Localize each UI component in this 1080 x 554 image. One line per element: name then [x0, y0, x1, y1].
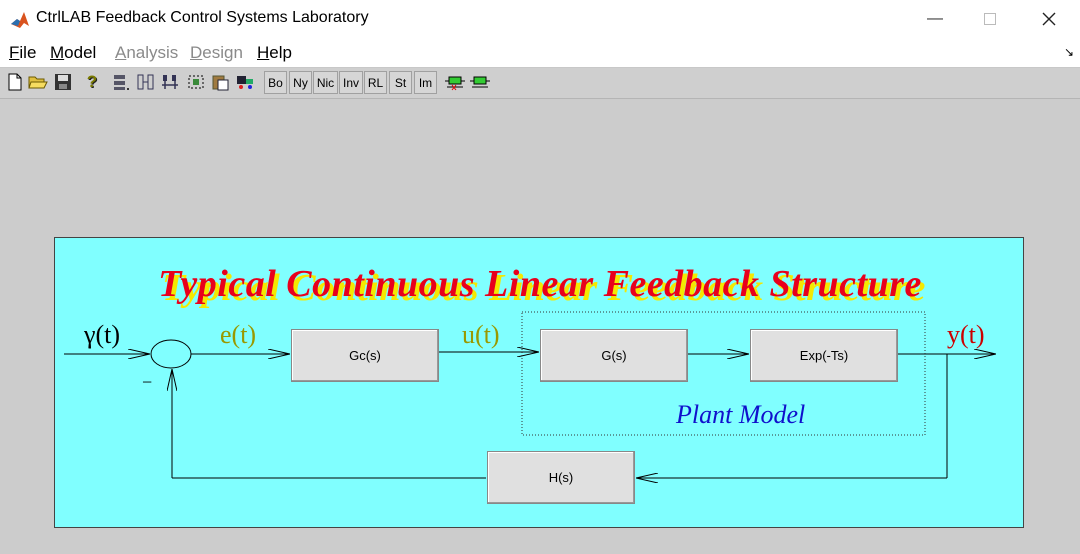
negative-sign: −	[142, 372, 153, 392]
green-block-icon	[470, 76, 490, 88]
step-response-button[interactable]: St	[389, 71, 412, 94]
input-signal-label: γ(t)	[84, 320, 121, 349]
close-icon	[1042, 12, 1056, 26]
clipboard-icon	[212, 75, 229, 91]
save-button[interactable]	[52, 71, 74, 93]
inverse-nyquist-button[interactable]: Inv	[339, 71, 363, 94]
matlab-app-icon	[10, 10, 30, 30]
new-file-button[interactable]	[4, 71, 26, 93]
parallel-blocks-icon	[137, 74, 154, 90]
plant-model-label: Plant Model	[676, 400, 806, 429]
series-button[interactable]	[109, 71, 131, 93]
feedback-button[interactable]	[159, 71, 181, 93]
dock-arrow-icon[interactable]: ↘	[1063, 45, 1074, 59]
model-build-button[interactable]	[234, 71, 256, 93]
green-block-link-icon	[445, 76, 465, 91]
nichols-button[interactable]: Nic	[313, 71, 338, 94]
plant-block[interactable]: G(s)	[540, 329, 688, 382]
select-button[interactable]	[185, 71, 207, 93]
menu-file[interactable]: File	[9, 43, 37, 62]
save-disk-icon	[55, 74, 71, 90]
controller-block[interactable]: Gc(s)	[291, 329, 439, 382]
impulse-response-button[interactable]: Im	[414, 71, 437, 94]
minimize-icon: —	[927, 10, 943, 27]
root-locus-button[interactable]: RL	[364, 71, 387, 94]
menu-analysis[interactable]: Analysis	[115, 43, 179, 62]
close-button[interactable]	[1026, 0, 1072, 38]
error-signal-label: e(t)	[220, 320, 257, 349]
menu-design[interactable]: Design	[190, 43, 243, 62]
stack-blocks-icon	[114, 75, 129, 90]
summing-junction[interactable]	[150, 339, 192, 369]
menu-bar: File Model Analysis Design Help ↘	[0, 38, 1080, 68]
minimize-button[interactable]: —	[912, 0, 958, 38]
diagram-heading: Typical Continuous Linear Feedback Struc…	[158, 263, 922, 305]
parallel-button[interactable]	[135, 71, 157, 93]
output-signal-label: y(t)	[947, 320, 985, 349]
open-folder-icon	[28, 76, 48, 89]
link-button[interactable]	[469, 71, 491, 93]
maximize-button[interactable]	[967, 0, 1013, 38]
control-signal-label: u(t)	[462, 320, 500, 349]
menu-model[interactable]: Model	[50, 43, 97, 62]
new-file-icon	[8, 73, 22, 91]
bode-button[interactable]: Bo	[264, 71, 287, 94]
connect-button[interactable]	[444, 71, 466, 93]
question-mark-icon: ?	[86, 72, 98, 91]
selection-box-icon	[188, 75, 204, 89]
feedback-block[interactable]: H(s)	[487, 451, 635, 504]
nyquist-button[interactable]: Ny	[289, 71, 312, 94]
menu-help[interactable]: Help	[257, 43, 292, 62]
truck-icon	[237, 76, 253, 89]
title-bar: CtrlLAB Feedback Control Systems Laborat…	[0, 0, 1080, 38]
clipboard-button[interactable]	[209, 71, 231, 93]
help-button[interactable]: ?	[81, 71, 103, 93]
plant-model-boundary	[521, 311, 926, 436]
delay-block[interactable]: Exp(-Ts)	[750, 329, 898, 382]
maximize-icon	[984, 13, 996, 25]
feedback-loop-icon	[162, 75, 178, 89]
toolbar: ? Bo Ny Nic Inv RL St Im	[0, 68, 1080, 99]
open-button[interactable]	[27, 71, 49, 93]
window-title: CtrlLAB Feedback Control Systems Laborat…	[36, 9, 369, 26]
